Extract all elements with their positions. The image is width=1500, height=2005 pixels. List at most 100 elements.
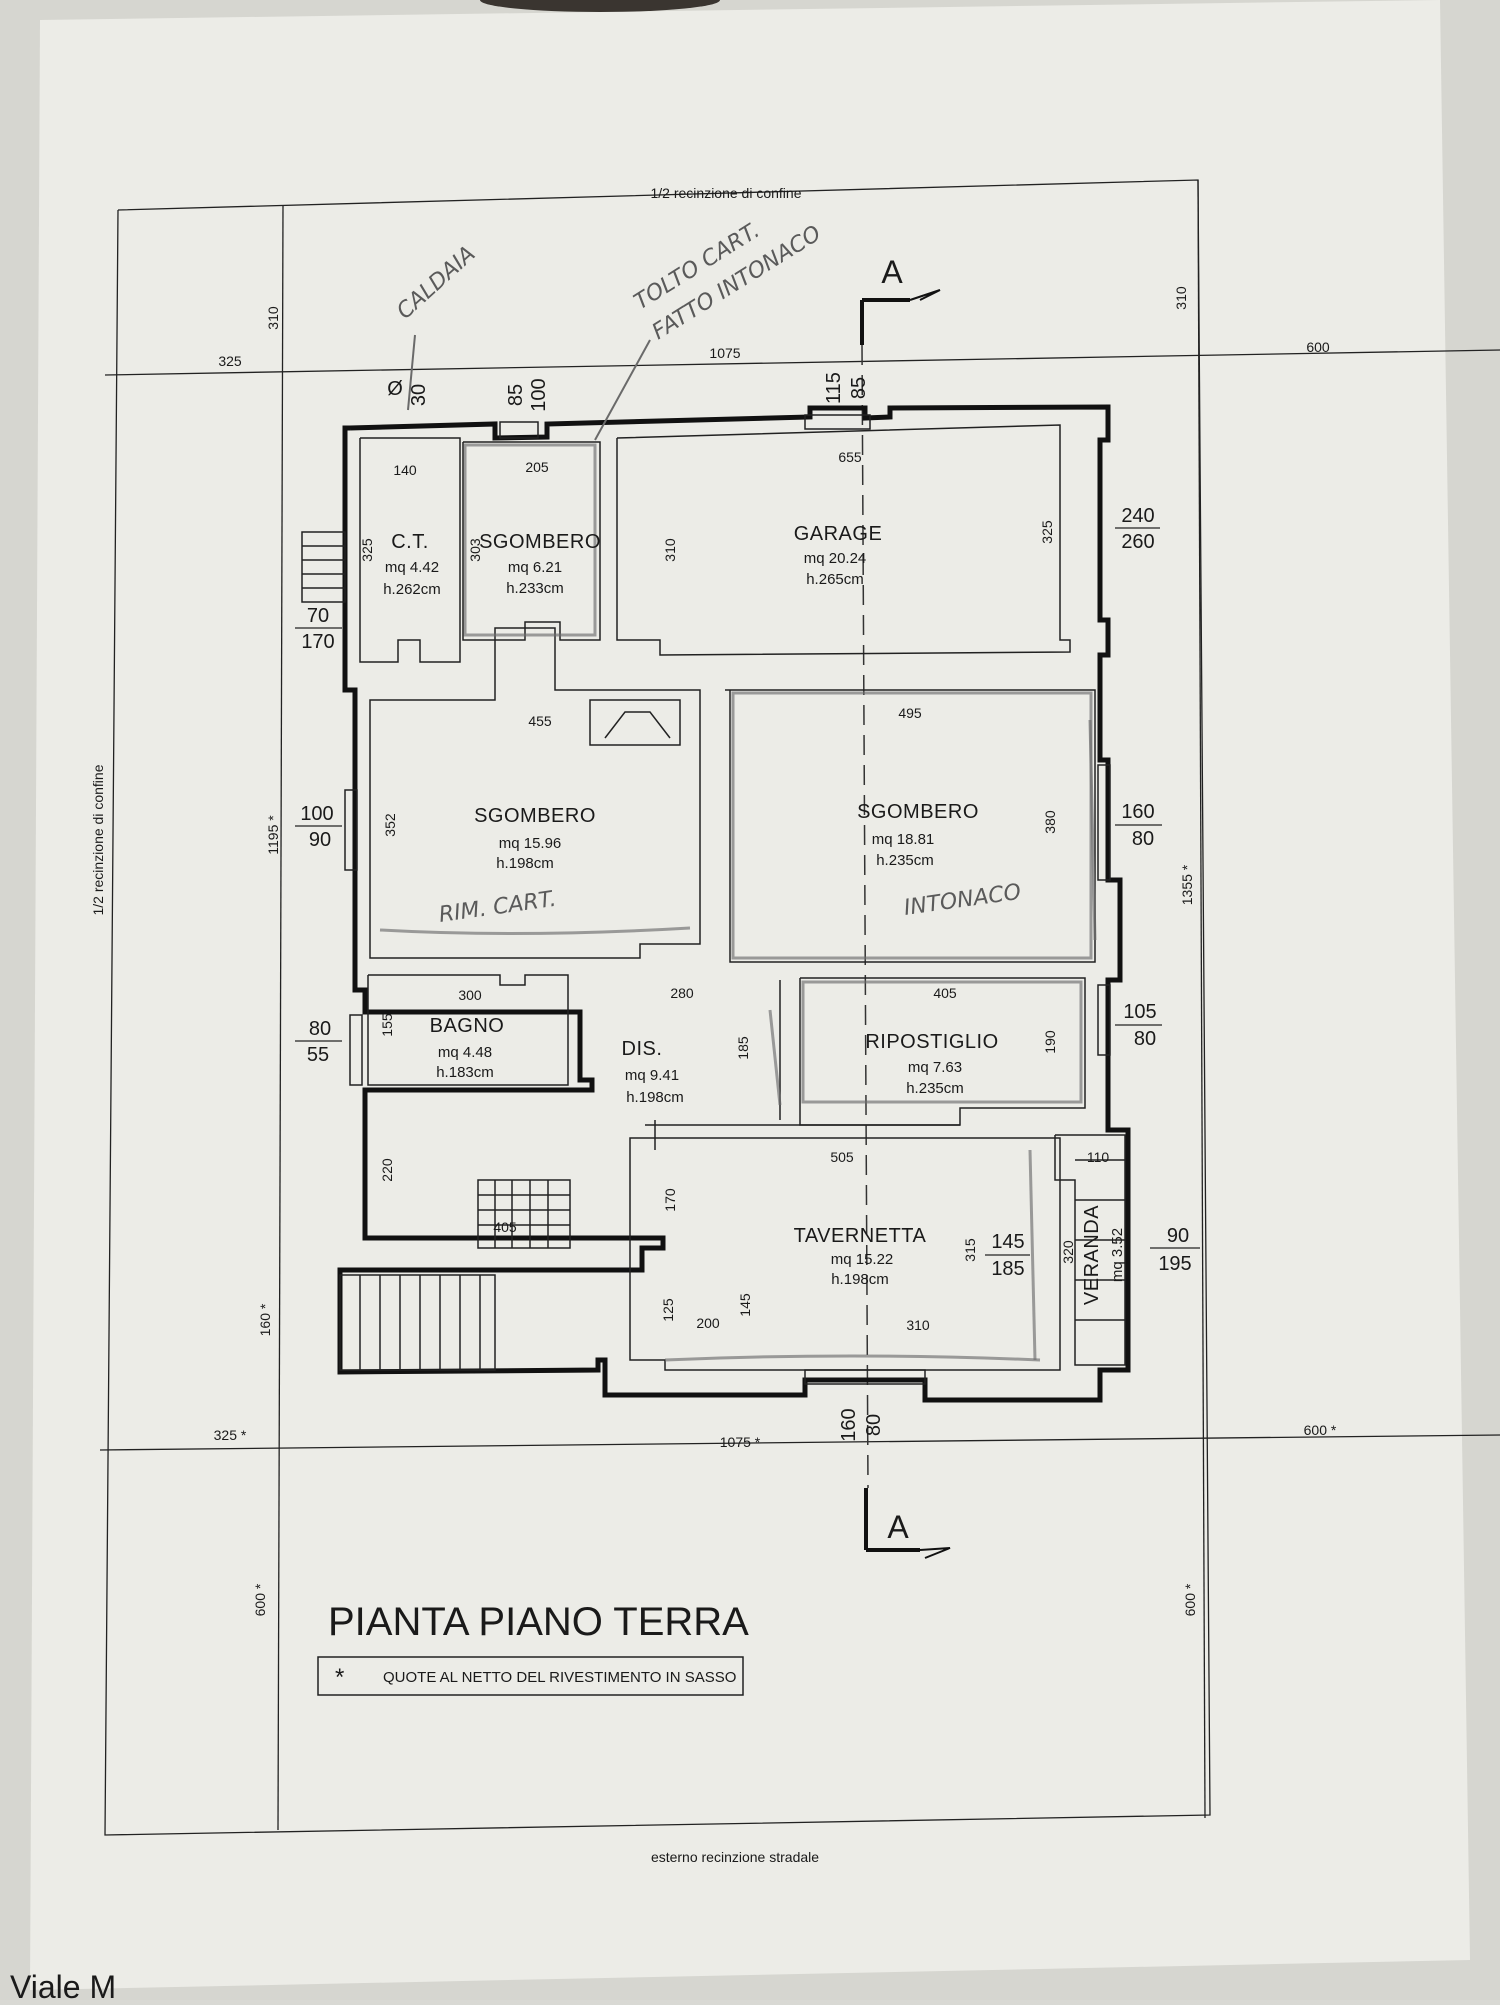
wall-sgombero2	[369, 627, 701, 959]
room-name: SGOMBERO	[479, 531, 601, 553]
dim-r160: 160	[1121, 801, 1154, 823]
dim-gar-655: 655	[838, 449, 862, 465]
dim-left-1195: 1195 *	[265, 815, 281, 855]
top-shadow	[480, 0, 720, 12]
room-name: RIPOSTIGLIO	[865, 1031, 998, 1053]
room-name: DIS.	[622, 1038, 663, 1060]
dim-r260: 260	[1121, 531, 1154, 553]
dim-sg2-352: 352	[382, 813, 398, 837]
stairs-lower-left	[339, 1274, 496, 1371]
dim-tv-185: 185	[991, 1258, 1024, 1280]
room-dis: DIS. mq 9.41 h.198cm	[622, 1038, 684, 1106]
room-name: VERANDA	[1081, 1205, 1103, 1305]
room-area: mq 18.81	[872, 831, 935, 848]
dim-top-left: 325	[218, 353, 242, 369]
room-area: mq 4.42	[385, 559, 439, 576]
dim-rip-190: 190	[1042, 1030, 1058, 1054]
dim-l100: 100	[300, 803, 333, 825]
dim-left-310: 310	[265, 306, 281, 330]
dim-l170: 170	[301, 631, 334, 653]
room-sgombero-3: SGOMBERO mq 18.81 h.235cm	[857, 801, 979, 869]
outer-walls	[337, 404, 1131, 1403]
room-sgombero-2: SGOMBERO mq 15.96 h.198cm	[474, 805, 595, 872]
dim-r240: 240	[1121, 505, 1154, 527]
wall-sgombero3	[725, 689, 1096, 963]
street-partial: Viale M	[10, 1969, 116, 2000]
top-boundary-label: 1/2 recinzione di confine	[651, 185, 802, 201]
dim-rip-405: 405	[933, 985, 957, 1001]
pencil-marks	[379, 443, 1097, 1362]
dim-tv-170: 170	[662, 1188, 678, 1212]
stairs-outside-ct	[301, 531, 346, 603]
legend-box	[317, 1656, 744, 1696]
dim-dis-185: 185	[735, 1036, 751, 1060]
room-area: mq 15.22	[831, 1251, 894, 1268]
fireplace	[589, 699, 681, 746]
left-boundary-label: 1/2 recinzione di confine	[90, 764, 106, 915]
wall-tavernetta	[629, 1137, 1061, 1371]
page-title: PIANTA PIANO TERRA	[328, 1600, 749, 1644]
dim-ct-325: 325	[359, 538, 375, 562]
dim-r195: 195	[1158, 1253, 1191, 1275]
dim-bot-left: 325 *	[214, 1427, 247, 1443]
dim-r80: 80	[1132, 828, 1154, 850]
dim-tv-145b: 145	[991, 1231, 1024, 1253]
room-area: mq 4.48	[438, 1044, 492, 1061]
room-name: SGOMBERO	[857, 801, 979, 823]
dim-tv-315: 315	[962, 1238, 978, 1262]
dim-w115: 115	[823, 372, 845, 404]
legend-star: *	[335, 1664, 344, 1691]
room-veranda: VERANDA mq 3.52	[1081, 1205, 1126, 1305]
dim-tv-505: 505	[830, 1149, 854, 1165]
dim-gar-310: 310	[662, 538, 678, 562]
room-name: GARAGE	[794, 523, 883, 545]
section-mark-top: A	[881, 254, 903, 290]
dim-l70: 70	[307, 605, 329, 627]
dim-tv-310: 310	[906, 1317, 930, 1333]
dim-right-1355: 1355 *	[1179, 864, 1195, 905]
room-height: h.265cm	[806, 571, 864, 588]
room-height: h.183cm	[436, 1064, 494, 1081]
dim-right-310: 310	[1173, 286, 1189, 310]
dim-r80b: 80	[1134, 1028, 1156, 1050]
dim-left-600: 600 *	[252, 1583, 268, 1616]
room-height: h.235cm	[906, 1080, 964, 1097]
dim-r105: 105	[1123, 1001, 1156, 1023]
legend-note: QUOTE AL NETTO DEL RIVESTIMENTO IN SASSO	[383, 1669, 736, 1686]
wall-sgombero1	[462, 441, 601, 641]
dim-gar-325: 325	[1039, 520, 1055, 544]
dim-ver-110: 110	[1087, 1149, 1110, 1165]
dim-bot-160: 160	[838, 1408, 860, 1441]
room-area: mq 15.96	[499, 835, 562, 852]
room-ct: C.T. mq 4.42 h.262cm	[383, 531, 441, 598]
room-height: h.198cm	[626, 1089, 684, 1106]
dim-ver-320: 320	[1060, 1240, 1076, 1264]
veranda-hatch	[1075, 1159, 1125, 1321]
room-height: h.262cm	[383, 581, 441, 598]
room-area: mq 3.52	[1109, 1228, 1126, 1282]
dim-left-160: 160 *	[257, 1303, 273, 1336]
dim-bot-right: 600 *	[1304, 1422, 1337, 1438]
dim-r90: 90	[1167, 1225, 1189, 1247]
room-sgombero-1: SGOMBERO mq 6.21 h.233cm	[479, 531, 601, 597]
dim-tv-200: 200	[696, 1315, 720, 1331]
bottom-boundary-label: esterno recinzione stradale	[651, 1849, 819, 1865]
room-height: h.235cm	[876, 852, 934, 869]
dim-b-155: 155	[379, 1013, 395, 1037]
dim-tv-145: 145	[737, 1293, 753, 1317]
dim-sg-303: 303	[467, 538, 483, 562]
room-area: mq 9.41	[625, 1067, 679, 1084]
section-mark-bottom: A	[887, 1509, 909, 1545]
room-name: TAVERNETTA	[794, 1225, 927, 1247]
dim-sg3-380: 380	[1042, 810, 1058, 834]
dim-l80: 80	[309, 1018, 331, 1040]
room-tavernetta: TAVERNETTA mq 15.22 h.198cm	[794, 1225, 927, 1288]
dim-bot-80: 80	[863, 1414, 885, 1436]
room-area: mq 7.63	[908, 1059, 962, 1076]
dim-sg2-455: 455	[528, 713, 552, 729]
dim-w85: 85	[505, 384, 527, 406]
dim-w30: 30	[408, 384, 430, 406]
room-name: C.T.	[391, 531, 429, 553]
room-garage: GARAGE mq 20.24 h.265cm	[794, 523, 883, 588]
